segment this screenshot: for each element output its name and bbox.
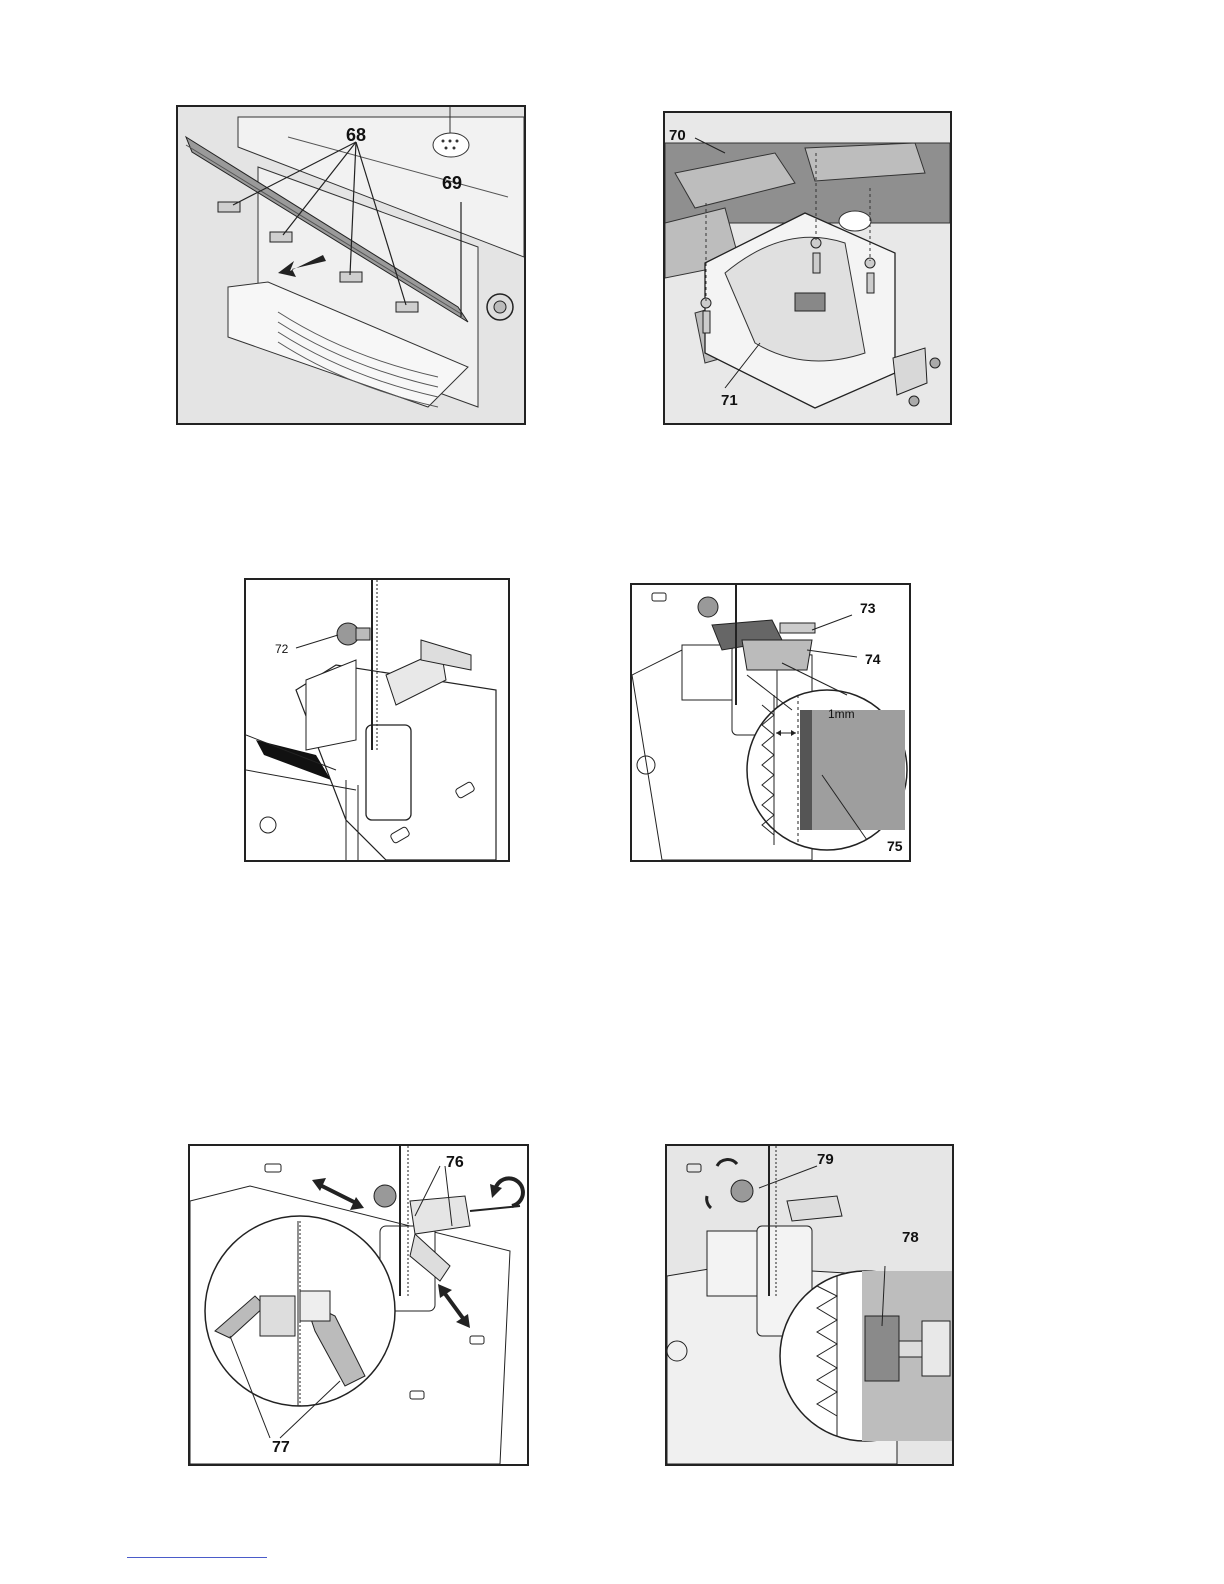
detail-magnifier-icon bbox=[780, 1271, 952, 1441]
table-underside-illustration bbox=[665, 113, 950, 423]
callout-76: 76 bbox=[446, 1155, 464, 1171]
callout-77: 77 bbox=[272, 1440, 290, 1456]
callout-70: 70 bbox=[669, 128, 686, 143]
table-rail-illustration bbox=[178, 107, 524, 423]
callout-72: 72 bbox=[275, 643, 288, 655]
figure-68-69: 68 69 bbox=[176, 105, 526, 425]
figure-70-71: 70 71 bbox=[663, 111, 952, 425]
guide-adjustment-illustration bbox=[190, 1146, 527, 1464]
callout-73: 73 bbox=[860, 601, 876, 615]
thrust-bearing-detail-illustration bbox=[667, 1146, 952, 1464]
figure-72: 72 bbox=[244, 578, 510, 862]
footer-link-underline bbox=[127, 1557, 267, 1558]
figure-76-77: 76 77 bbox=[188, 1144, 529, 1466]
callout-75: 75 bbox=[887, 839, 903, 853]
callout-74: 74 bbox=[865, 652, 881, 666]
figure-78-79: 78 79 bbox=[665, 1144, 954, 1466]
callout-78: 78 bbox=[902, 1230, 919, 1245]
figure-73-74-75: 1mm 73 74 75 bbox=[630, 583, 911, 862]
callout-69: 69 bbox=[442, 174, 462, 192]
dimension-1mm: 1mm bbox=[828, 708, 855, 720]
callout-71: 71 bbox=[721, 393, 738, 408]
blade-guide-illustration bbox=[246, 580, 508, 860]
callout-79: 79 bbox=[817, 1152, 834, 1167]
callout-68: 68 bbox=[346, 126, 366, 144]
blade-gap-detail-illustration bbox=[632, 585, 909, 860]
detail-magnifier-icon bbox=[747, 690, 907, 850]
